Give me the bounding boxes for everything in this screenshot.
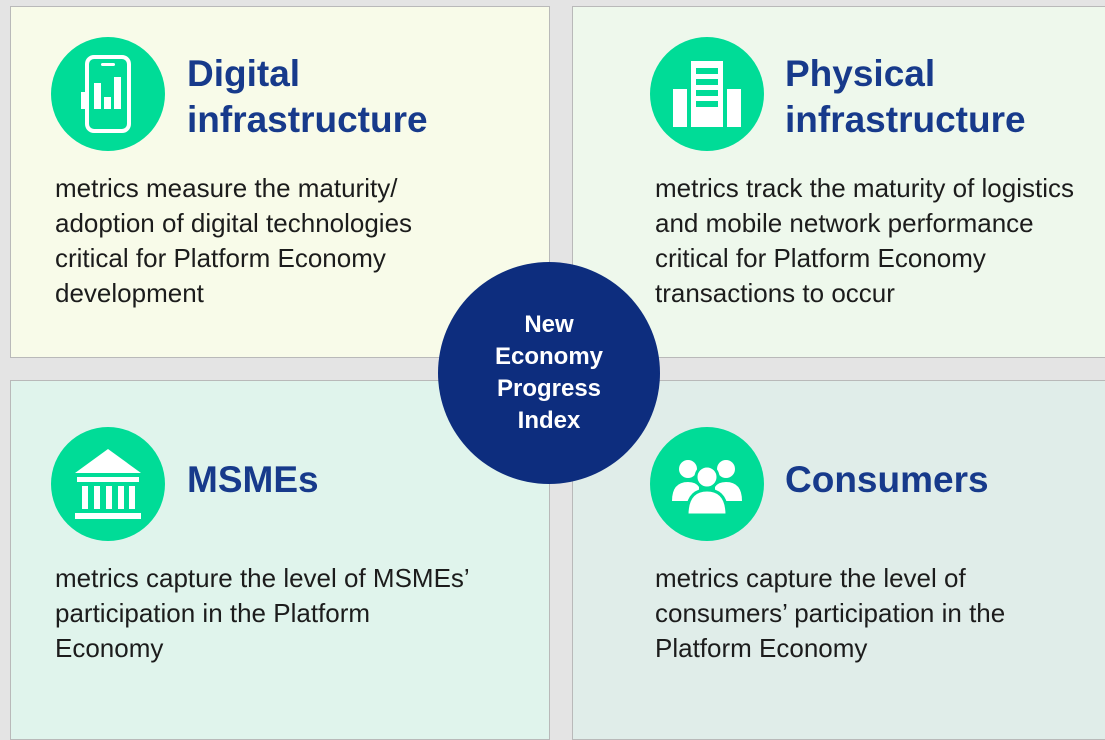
digital-infrastructure-card: Digital infrastructure metrics measure t… xyxy=(10,6,550,358)
digital-infrastructure-description: metrics measure the maturity/ adoption o… xyxy=(55,173,413,308)
institution-icon xyxy=(51,427,165,541)
physical-infrastructure-card: Physical infrastructure metrics track th… xyxy=(572,6,1105,358)
physical-infrastructure-description: metrics track the maturity of logistics … xyxy=(655,173,1074,308)
people-icon xyxy=(650,427,764,541)
buildings-icon xyxy=(650,37,764,151)
index-label: New Economy Progress Index xyxy=(494,311,604,434)
physical-infrastructure-title: Physical infrastructure xyxy=(785,53,1026,140)
consumers-card: Consumers metrics capture the level of c… xyxy=(572,380,1105,740)
msmes-title: MSMEs xyxy=(187,459,319,500)
consumers-description: metrics capture the level of consumers’ … xyxy=(655,563,1006,663)
msmes-description: metrics capture the level of MSMEs’ part… xyxy=(55,563,469,663)
smartphone-chart-icon xyxy=(51,37,165,151)
digital-infrastructure-title: Digital infrastructure xyxy=(187,53,428,140)
consumers-title: Consumers xyxy=(785,459,989,500)
index-center-circle: New Economy Progress Index xyxy=(438,262,660,484)
